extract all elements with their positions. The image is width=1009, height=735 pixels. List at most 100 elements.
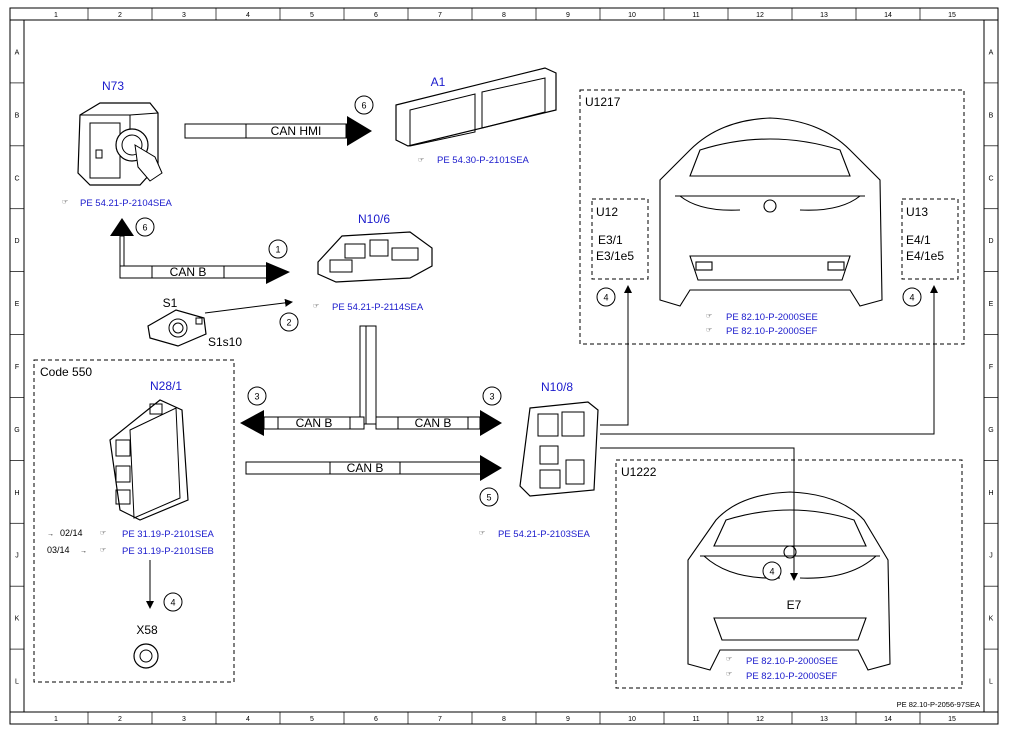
grid-column-label: 7	[438, 12, 442, 19]
grid-column-label: 9	[566, 716, 570, 723]
svg-text:4: 4	[603, 293, 608, 303]
grid-column-label: 8	[502, 12, 506, 19]
svg-text:☞: ☞	[706, 327, 712, 334]
svg-text:☞: ☞	[418, 157, 424, 164]
u1222-label: U1222	[621, 465, 657, 479]
grid-row-label: D	[14, 238, 19, 245]
grid-column-label: 15	[948, 716, 956, 723]
can-b-label-4: CAN B	[347, 461, 384, 475]
grid-column-label: 12	[756, 12, 764, 19]
grid-column-label: 11	[692, 12, 699, 19]
u1217-box	[579, 89, 965, 345]
svg-text:☞: ☞	[100, 530, 106, 537]
grid-column-label: 14	[884, 12, 892, 19]
grid-row-label: D	[988, 238, 993, 245]
u12-label: U12	[596, 205, 618, 219]
grid-row-label: E	[15, 301, 20, 308]
grid-column-label: 1	[54, 716, 58, 723]
can-hmi-label: CAN HMI	[271, 124, 322, 138]
grid-row-label: F	[989, 364, 993, 371]
svg-text:6: 6	[361, 101, 366, 111]
u12-box	[591, 198, 649, 280]
grid-column-label: 14	[884, 716, 892, 723]
outer-frame	[9, 7, 999, 725]
u13-label: U13	[906, 205, 928, 219]
svg-text:→: →	[47, 531, 54, 538]
n10-8-label: N10/8	[541, 380, 573, 394]
e7-label: E7	[787, 598, 802, 612]
grid-column-label: 7	[438, 716, 442, 723]
grid-column-label: 6	[374, 12, 378, 19]
s1s10-label: S1s10	[208, 335, 242, 349]
rear-car-sedan	[687, 491, 891, 671]
grid-column-label: 8	[502, 716, 506, 723]
x58-connector	[133, 643, 159, 669]
grid-column-label: 3	[182, 12, 186, 19]
n10-8-ref: PE 54.21-P-2103SEA	[498, 529, 591, 540]
grid-column-label: 10	[628, 12, 636, 19]
grid-row-label: C	[988, 175, 993, 182]
grid-column-label: 9	[566, 12, 570, 19]
grid-column-label: 2	[118, 12, 122, 19]
grid-row-label: J	[15, 553, 19, 560]
svg-text:6: 6	[142, 223, 147, 233]
grid-row-label: K	[15, 616, 20, 623]
n73-ignition-switch	[77, 102, 163, 186]
grid-row-label: E	[989, 301, 994, 308]
grid-column-label: 12	[756, 716, 764, 723]
grid-row-label: J	[989, 553, 993, 560]
x58-label: X58	[136, 623, 158, 637]
grid-row-label: F	[15, 364, 19, 371]
grid-row-label: C	[14, 175, 19, 182]
n10-6-ref: PE 54.21-P-2114SEA	[332, 302, 424, 313]
svg-text:1: 1	[275, 245, 280, 255]
grid-row-label: K	[989, 616, 994, 623]
grid-column-label: 1	[54, 12, 58, 19]
svg-text:4: 4	[769, 567, 774, 577]
svg-text:☞: ☞	[726, 656, 732, 663]
e3-1e5-label: E3/1e5	[596, 249, 634, 263]
grid-row-label: L	[989, 679, 993, 686]
grid-column-label: 15	[948, 12, 956, 19]
u1217-ref-b: PE 82.10-P-2000SEF	[726, 326, 818, 337]
grid-row-label: H	[988, 490, 993, 497]
grid-row-label: B	[15, 112, 20, 119]
n73-ref: PE 54.21-P-2104SEA	[80, 198, 173, 209]
n28-1-trailer-module	[109, 399, 189, 521]
grid-row-label: G	[988, 427, 993, 434]
svg-text:☞: ☞	[726, 671, 732, 678]
svg-text:☞: ☞	[100, 547, 106, 554]
grid-column-label: 5	[310, 716, 314, 723]
number-circle	[354, 95, 374, 115]
n10-8-module	[519, 401, 599, 497]
can-b-label-2: CAN B	[296, 416, 333, 430]
grid-column-label: 10	[628, 716, 636, 723]
n28-1-label: N28/1	[150, 379, 182, 393]
grid-row-label: A	[989, 49, 994, 56]
code-550-label: Code 550	[40, 365, 92, 379]
grid-column-label: 4	[246, 716, 250, 723]
footer-code: PE 82.10-P-2056-97SEA	[897, 700, 980, 709]
e3-1-label: E3/1	[598, 233, 623, 247]
svg-text:5: 5	[486, 493, 491, 503]
grid-column-label: 13	[820, 12, 828, 19]
ref-icon: ☞	[62, 199, 68, 206]
grid-column-label: 2	[118, 716, 122, 723]
u13-box	[901, 198, 959, 280]
grid-row-label: G	[14, 427, 19, 434]
grid-row-label: H	[14, 490, 19, 497]
svg-text:→: →	[80, 548, 87, 555]
date-until: 02/14	[60, 528, 83, 538]
u1222-ref-b: PE 82.10-P-2000SEF	[746, 671, 838, 682]
s1-label: S1	[163, 296, 178, 310]
u1222-box	[615, 459, 963, 689]
u1217-label: U1217	[585, 95, 621, 109]
grid-column-label: 6	[374, 716, 378, 723]
e4-1e5-label: E4/1e5	[906, 249, 944, 263]
u1222-ref-a: PE 82.10-P-2000SEE	[746, 656, 838, 667]
svg-text:3: 3	[489, 392, 494, 402]
grid-row-label: A	[15, 49, 20, 56]
svg-text:☞: ☞	[313, 303, 319, 310]
svg-text:☞: ☞	[479, 530, 485, 537]
n28-1-ref-b: PE 31.19-P-2101SEB	[122, 546, 214, 557]
